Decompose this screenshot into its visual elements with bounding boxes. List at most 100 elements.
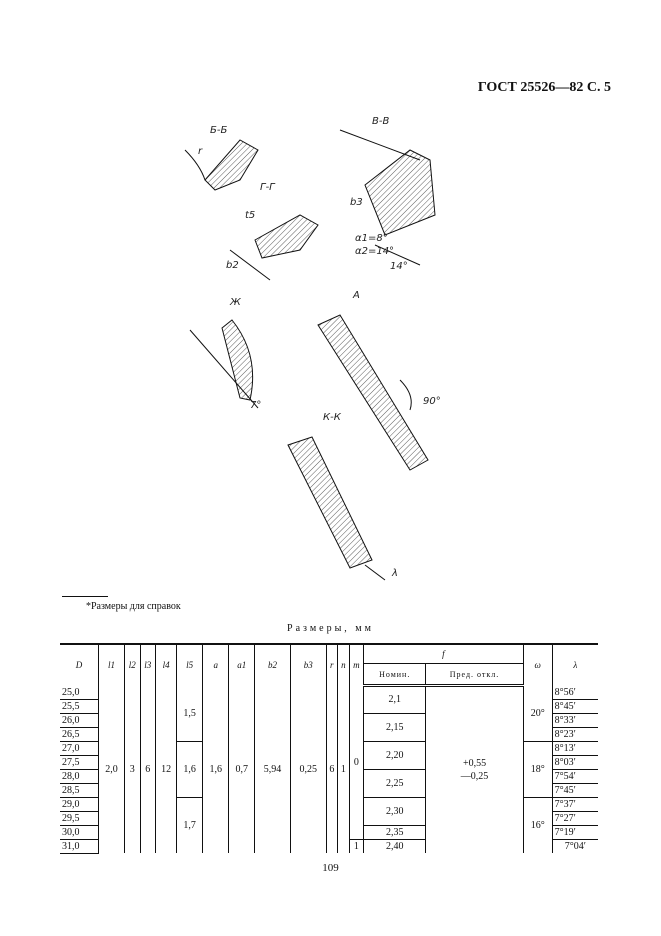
- D-cell: 26,0: [60, 713, 99, 728]
- f-deviation-cell: +0,55 —0,25: [425, 685, 524, 853]
- l3-cell: 6: [139, 685, 156, 853]
- col-l2: l2: [124, 643, 141, 686]
- label-r: r: [198, 146, 203, 157]
- label-section-vv: В-В: [372, 116, 389, 127]
- col-m: m: [348, 643, 364, 686]
- lambda-cell: 7°37′: [551, 797, 598, 812]
- f_nom-cell: 2,30: [363, 797, 426, 826]
- label-t5: t5: [245, 210, 255, 221]
- l4-cell: 12: [154, 685, 177, 853]
- table-row: 25,5 8°45′: [60, 699, 598, 714]
- table-row: 27,5 8°03′: [60, 755, 598, 770]
- col-r: r: [325, 643, 338, 686]
- f_nom-cell: 2,40: [363, 839, 426, 853]
- table-row: 26,5 8°23′: [60, 727, 598, 742]
- lambda-cell: 8°56′: [551, 685, 598, 700]
- a-cell: 1,6: [202, 685, 229, 853]
- lambda-cell: 8°13′: [551, 741, 598, 756]
- D-cell: 26,5: [60, 727, 99, 742]
- lambda-cell: 7°04′: [551, 839, 598, 853]
- D-cell: 31,0: [60, 839, 99, 854]
- footnote: *Размеры для справок: [86, 601, 181, 612]
- label-alpha1: α1=8°: [355, 233, 388, 244]
- col-f-deviation: Пред. откл.: [425, 663, 524, 687]
- l2-cell: 3: [124, 685, 141, 853]
- technical-drawing: Б-Б В-В Г-Г Ж А К-К r t5 b2 b3 α1=8° α2=…: [184, 116, 441, 581]
- col-f: f: [363, 643, 524, 664]
- col-a: a: [202, 643, 229, 686]
- D-cell: 30,0: [60, 825, 99, 840]
- col-D: D: [60, 643, 99, 686]
- col-omega: ω: [522, 643, 553, 686]
- footnote-rule: [62, 596, 108, 597]
- col-a1: a1: [228, 643, 255, 686]
- col-l4: l4: [154, 643, 177, 686]
- table-row: 28,0 2,25 7°54′: [60, 769, 598, 798]
- table-caption: Размеры, мм: [287, 623, 374, 634]
- m-cell: 1: [348, 839, 364, 853]
- f_nom-cell: 2,15: [363, 713, 426, 742]
- label-7deg: 7°: [250, 400, 261, 411]
- n-cell: 1: [337, 685, 350, 853]
- D-cell: 29,0: [60, 797, 99, 812]
- f_nom-cell: 2,25: [363, 769, 426, 798]
- b2-cell: 5,94: [254, 685, 291, 853]
- table-row: 27,0 1,6 2,20 18°8°13′: [60, 741, 598, 798]
- table-row: 30,0 2,35 7°19′: [60, 825, 598, 840]
- f_nom-cell: 2,35: [363, 825, 426, 840]
- page-header: ГОСТ 25526—82 С. 5: [477, 80, 611, 95]
- col-b2: b2: [254, 643, 291, 686]
- lambda-cell: 8°23′: [551, 727, 598, 742]
- label-section-kk: К-К: [323, 412, 342, 423]
- col-l3: l3: [139, 643, 156, 686]
- table-row: 29,5 7°27′: [60, 811, 598, 826]
- f-dev-minus: —0,25: [460, 771, 489, 782]
- f_nom-cell: 2,20: [363, 741, 426, 770]
- label-section-gg: Г-Г: [260, 182, 276, 193]
- r-cell: 6: [325, 685, 338, 853]
- D-cell: 27,5: [60, 755, 99, 770]
- lambda-cell: 8°33′: [551, 713, 598, 728]
- col-l1: l1: [98, 643, 125, 686]
- col-lambda: λ: [551, 643, 598, 686]
- dimensions-table: D l1 l2 l3 l4 l5 a a1 b2 b3 r n m f ω λ …: [60, 643, 598, 854]
- col-f-nominal: Номин.: [363, 663, 426, 687]
- page-number: 109: [322, 862, 339, 874]
- b3-cell: 0,25: [289, 685, 327, 853]
- label-view-zh: Ж: [229, 297, 242, 308]
- a1-cell: 0,7: [228, 685, 255, 853]
- label-alpha2: α2=14°: [355, 246, 394, 257]
- lambda-cell: 7°19′: [551, 825, 598, 840]
- l5-cell: 1,5: [176, 685, 203, 742]
- label-view-a: А: [352, 290, 360, 301]
- m-cell: 0: [348, 685, 364, 840]
- lambda-cell: 7°27′: [551, 811, 598, 826]
- lambda-cell: 7°45′: [551, 783, 598, 798]
- D-cell: 25,0: [60, 685, 99, 700]
- label-lambda: λ: [391, 568, 398, 579]
- lambda-cell: 8°03′: [551, 755, 598, 770]
- col-l5: l5: [176, 643, 203, 686]
- table-row: 26,0 2,15 8°33′: [60, 713, 598, 742]
- lambda-cell: 7°54′: [551, 769, 598, 784]
- label-14deg: 14°: [390, 261, 408, 272]
- D-cell: 28,5: [60, 783, 99, 798]
- label-90deg: 90°: [423, 396, 441, 407]
- f-dev-plus: +0,55: [462, 758, 487, 769]
- D-cell: 27,0: [60, 741, 99, 756]
- col-n: n: [337, 643, 350, 686]
- omega-cell: 18°: [522, 741, 553, 798]
- lambda-cell: 8°45′: [551, 699, 598, 714]
- l1-cell: 2,0: [98, 685, 125, 853]
- omega-cell: 20°: [522, 685, 553, 742]
- D-cell: 25,5: [60, 699, 99, 714]
- omega-cell: 16°: [522, 797, 553, 853]
- l5-cell: 1,6: [176, 741, 203, 798]
- D-cell: 28,0: [60, 769, 99, 784]
- col-b3: b3: [289, 643, 327, 686]
- D-cell: 29,5: [60, 811, 99, 826]
